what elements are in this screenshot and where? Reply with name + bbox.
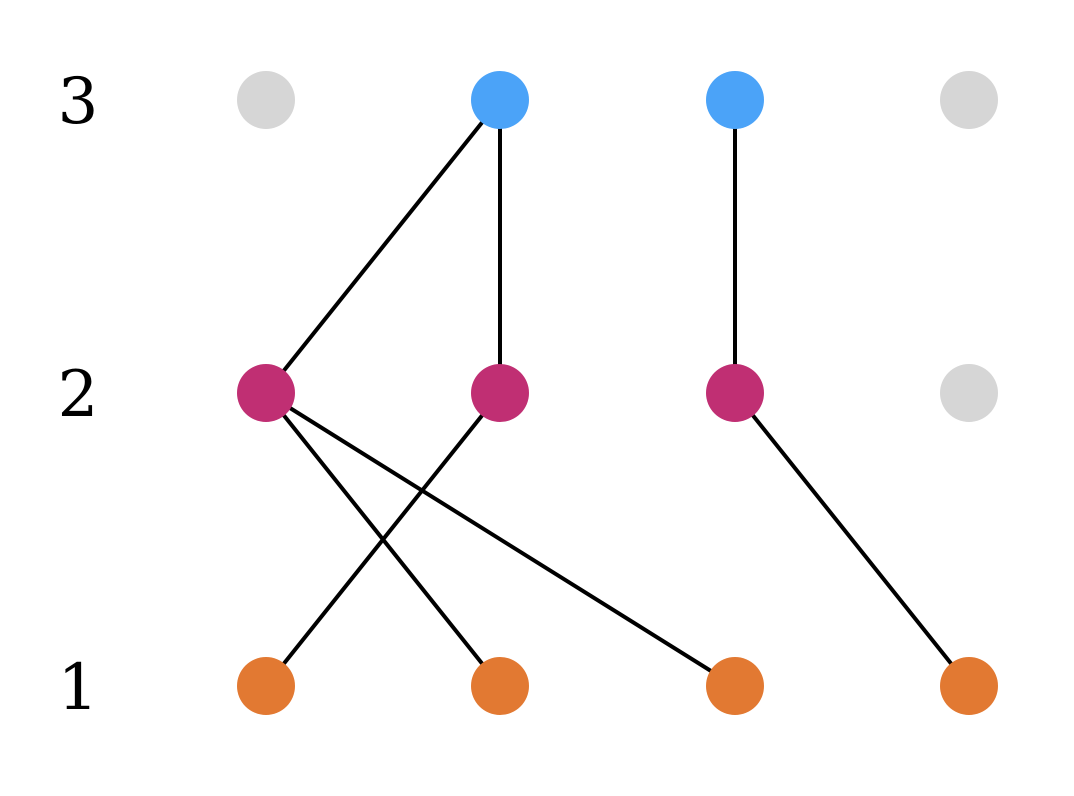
edge-n2_2-n1_1 xyxy=(264,391,502,688)
node-n3_4 xyxy=(940,71,998,129)
node-n3_3 xyxy=(706,71,764,129)
edges xyxy=(264,98,971,688)
row-labels: 3 2 1 xyxy=(58,65,99,725)
node-n3_1 xyxy=(237,71,295,129)
edge-n3_2-n2_1 xyxy=(264,98,502,395)
edge-n2_1-n1_3 xyxy=(264,391,737,688)
node-n2_4 xyxy=(940,364,998,422)
row-label-3: 3 xyxy=(58,65,99,139)
node-n1_1 xyxy=(237,657,295,715)
node-n1_2 xyxy=(471,657,529,715)
node-n2_1 xyxy=(237,364,295,422)
node-n3_2 xyxy=(471,71,529,129)
node-n1_4 xyxy=(940,657,998,715)
row-label-2: 2 xyxy=(58,358,99,432)
node-n1_3 xyxy=(706,657,764,715)
row-label-1: 1 xyxy=(58,651,99,725)
node-n2_2 xyxy=(471,364,529,422)
nodes xyxy=(237,71,998,715)
edge-n2_3-n1_4 xyxy=(733,391,971,688)
node-n2_3 xyxy=(706,364,764,422)
